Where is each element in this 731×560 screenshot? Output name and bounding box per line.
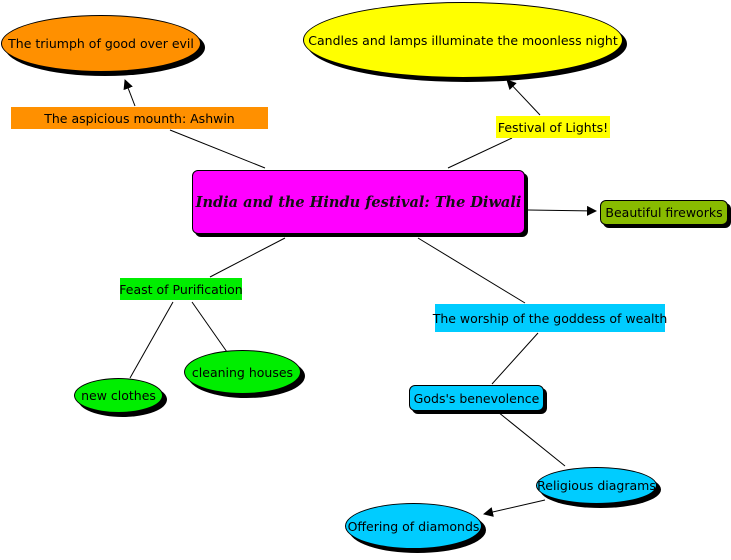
goddess-node: The worship of the goddess of wealth bbox=[432, 304, 668, 332]
link-center-festival bbox=[447, 137, 513, 169]
benevolence-node: Gods's benevolence bbox=[409, 385, 544, 411]
purification-label: Feast of Purification bbox=[119, 281, 243, 297]
link-center-goddess bbox=[417, 237, 526, 304]
triumph-label: The triumph of good over evil bbox=[8, 36, 194, 51]
center-node: India and the Hindu festival: The Diwali bbox=[192, 170, 525, 234]
festival-lights-node: Festival of Lights! bbox=[496, 116, 610, 138]
link-center-fireworks bbox=[527, 205, 597, 216]
cleaning-label: cleaning houses bbox=[191, 364, 294, 380]
candles-label: Candles and lamps illuminate the moonles… bbox=[308, 32, 618, 48]
new-clothes-node: new clothes bbox=[74, 378, 163, 413]
ashwin-label: The aspicious mounth: Ashwin bbox=[44, 110, 235, 126]
link-goddess-benevolence bbox=[491, 332, 539, 385]
fireworks-node: Beautiful fireworks bbox=[600, 200, 728, 225]
link-purification-clothes bbox=[129, 301, 174, 379]
link-ashwin-triumph bbox=[123, 79, 136, 107]
benevolence-label: Gods's benevolence bbox=[413, 390, 540, 406]
fireworks-label: Beautiful fireworks bbox=[605, 205, 723, 220]
new-clothes-label: new clothes bbox=[81, 388, 156, 403]
link-purification-cleaning bbox=[191, 301, 228, 353]
cleaning-node: cleaning houses bbox=[184, 350, 301, 394]
festival-lights-label: Festival of Lights! bbox=[497, 119, 609, 135]
religious-node: Religious diagrams bbox=[536, 467, 657, 504]
diamonds-label: Offering of diamonds bbox=[347, 518, 480, 534]
link-center-purification bbox=[209, 237, 286, 278]
purification-node: Feast of Purification bbox=[119, 278, 243, 300]
link-festival-candles bbox=[506, 79, 541, 116]
link-benevolence-religious bbox=[497, 411, 566, 467]
candles-node: Candles and lamps illuminate the moonles… bbox=[303, 2, 623, 78]
link-religious-diamonds bbox=[483, 499, 546, 517]
ashwin-node: The aspicious mounth: Ashwin bbox=[11, 107, 268, 129]
center-title: India and the Hindu festival: The Diwali bbox=[195, 193, 522, 211]
triumph-node: The triumph of good over evil bbox=[1, 15, 201, 72]
diamonds-node: Offering of diamonds bbox=[345, 503, 482, 549]
link-center-ashwin bbox=[169, 129, 266, 169]
religious-label: Religious diagrams bbox=[537, 478, 656, 493]
goddess-label: The worship of the goddess of wealth bbox=[432, 310, 668, 326]
